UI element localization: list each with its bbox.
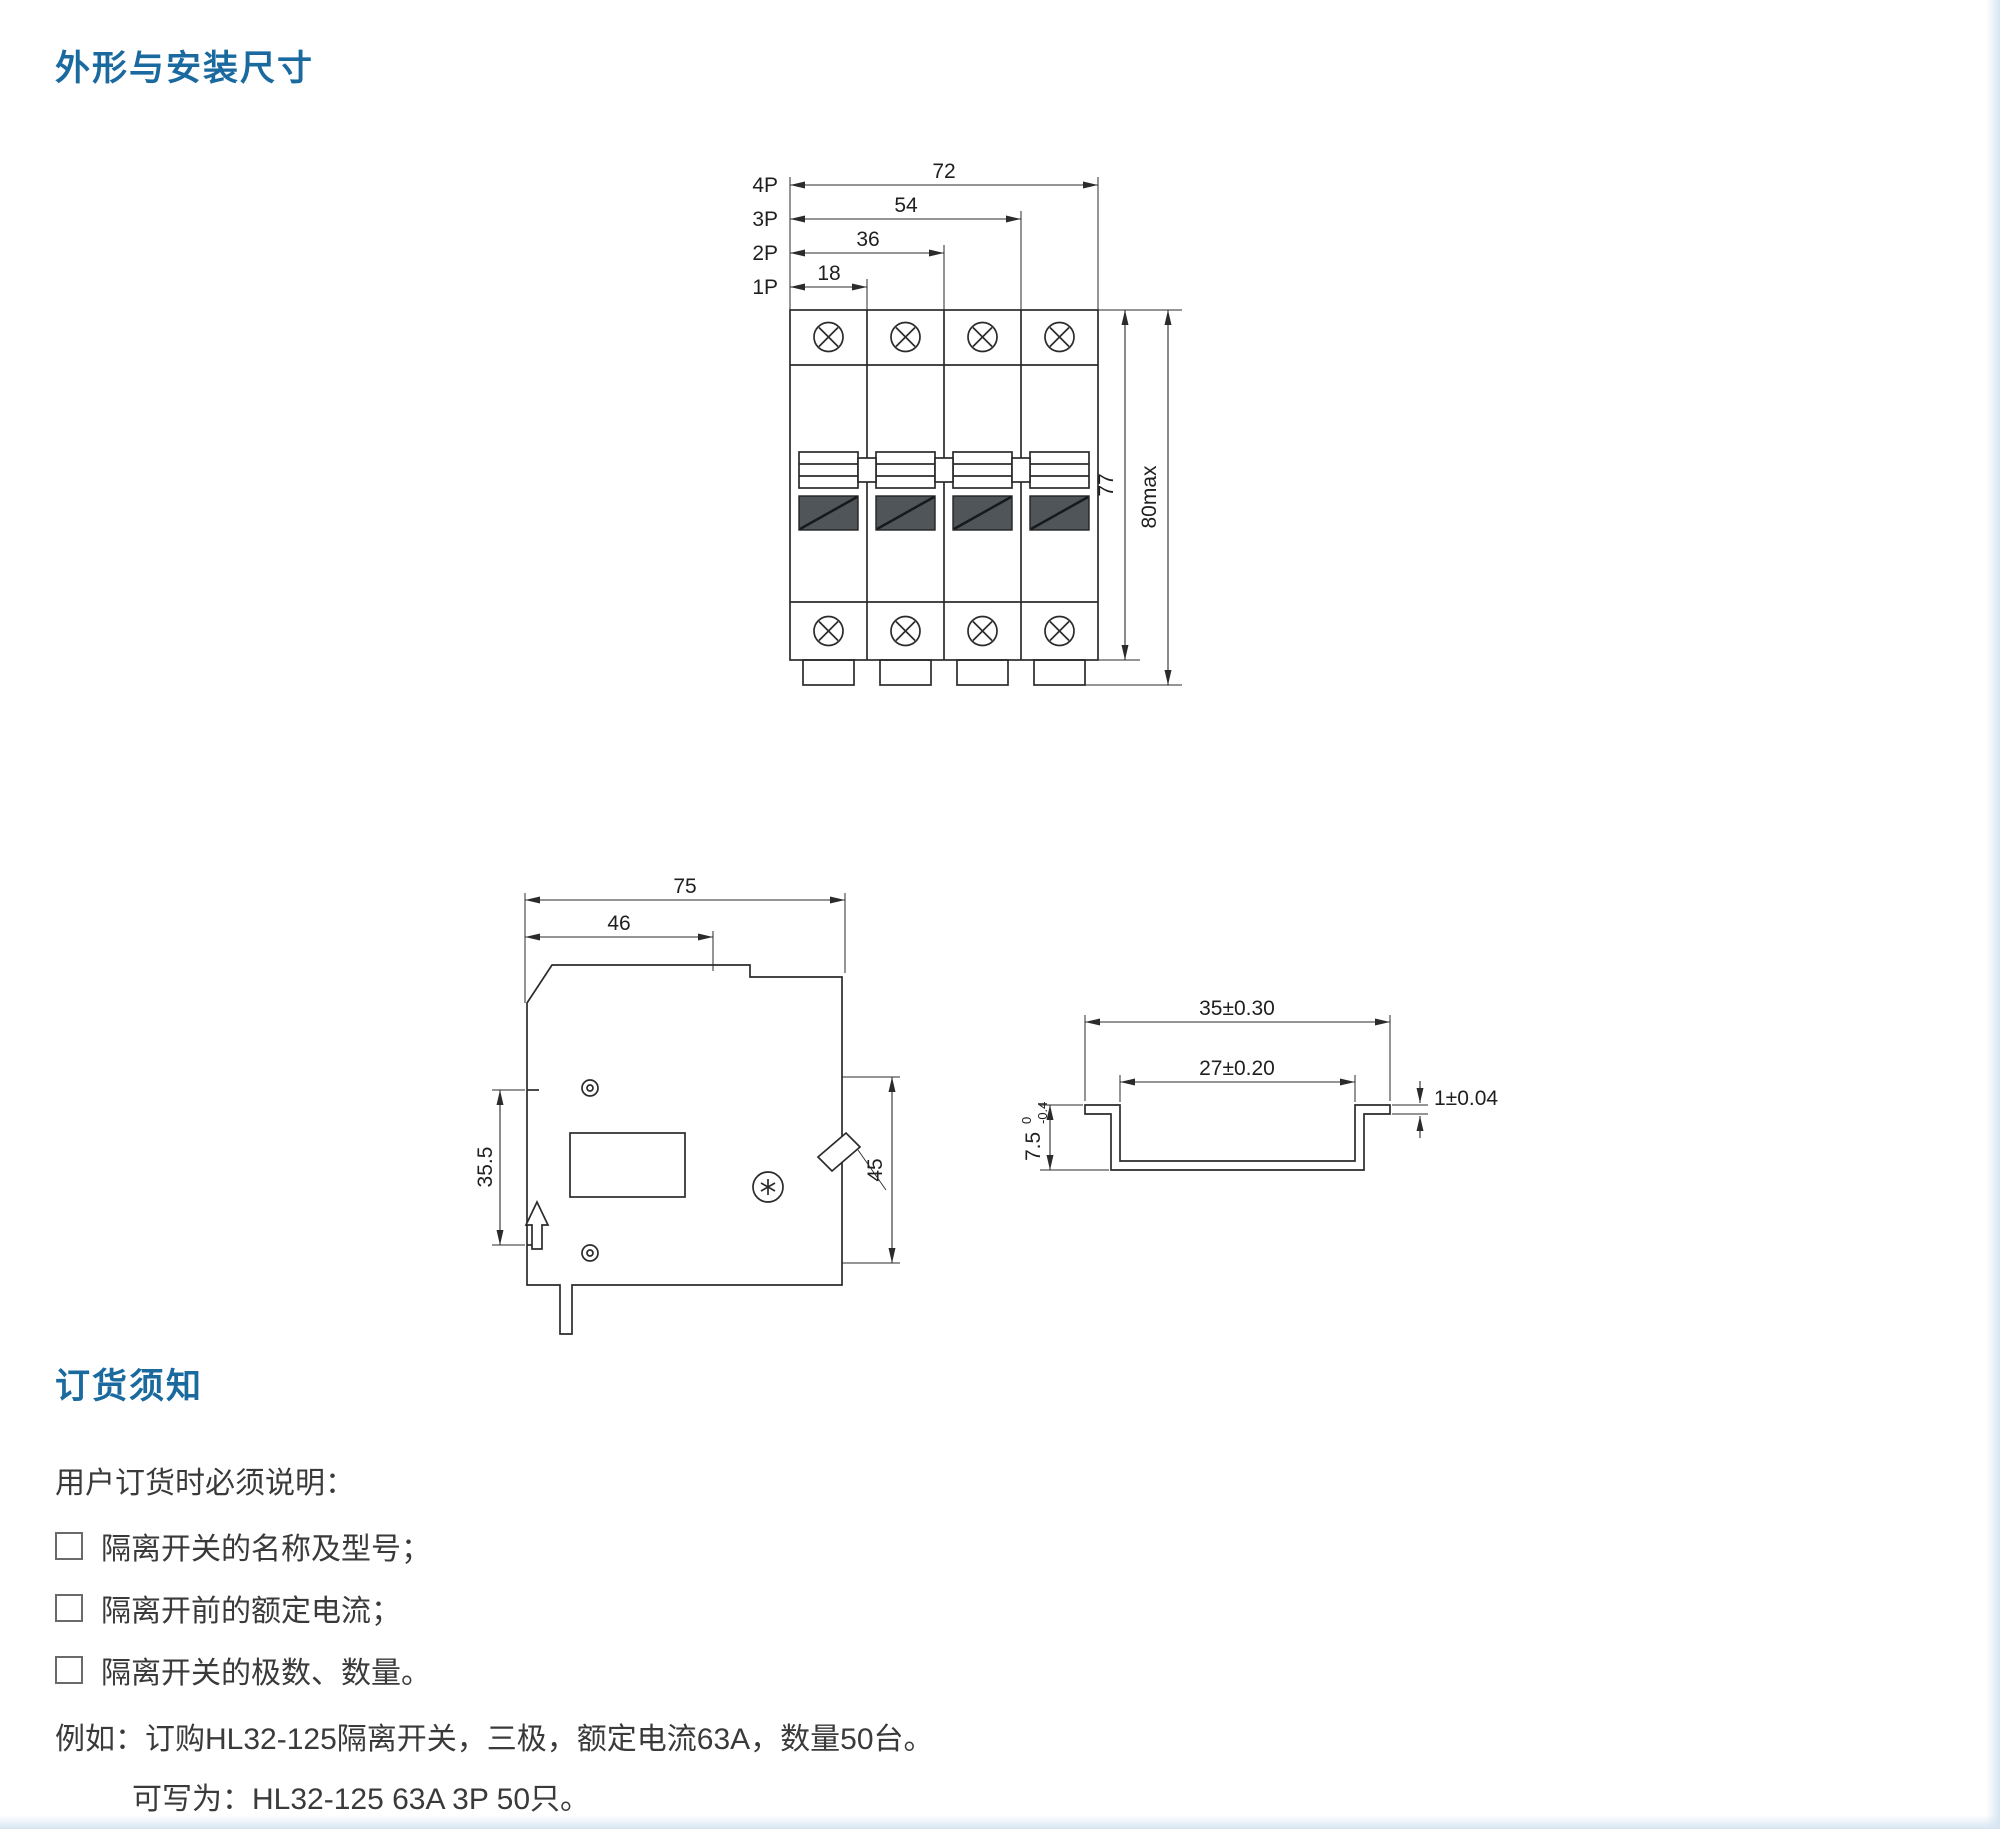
dim-label-7-5: 7.5 0 -0.4 [1019,1102,1050,1161]
ordering-item-text: 隔离开前的额定电流； [101,1595,401,1628]
clip-direction-arrow [524,1200,550,1250]
svg-text:7.5: 7.5 [1022,1132,1045,1161]
dim-label-18: 18 [817,262,840,285]
torx-screw [752,1171,784,1203]
dim-label-80max: 80max [1138,465,1161,529]
pole-label-2p: 2P [752,242,778,265]
checkbox-icon [55,1594,83,1622]
ordering-example-line1: 例如：订购HL32-125隔离开关，三极，额定电流63A，数量50台。 [55,1723,934,1756]
dim-label-77: 77 [1095,473,1118,496]
dim-label-36: 36 [856,228,879,251]
width-dimension-labels: 72 54 36 18 [817,160,955,285]
tolerance-lower: -0.4 [1035,1102,1050,1124]
ordering-example-line2: 可写为：HL32-125 63A 3P 50只。 [132,1783,591,1816]
ordering-item: 隔离开关的名称及型号； [55,1524,431,1568]
pole-labels: 4P 3P 2P 1P [752,174,778,299]
bottom-terminal-tabs [802,659,1086,686]
pole-label-4p: 4P [752,174,778,197]
dim-label-35-5: 35.5 [474,1147,497,1188]
section-title-dimensions: 外形与安装尺寸 [55,49,315,88]
terminal-screws-bottom [813,615,1075,647]
ordering-intro: 用户订货时必须说明： [55,1467,355,1500]
ordering-item-text: 隔离开关的名称及型号； [101,1533,431,1566]
dim-label-45: 45 [864,1158,887,1181]
ordering-item: 隔离开关的极数、数量。 [55,1648,431,1692]
tolerance-upper: 0 [1019,1117,1034,1124]
extension-lines-top [789,177,1099,310]
breaker-body-outline [789,309,1099,661]
rivet-bottom [581,1244,599,1262]
dim-label-35: 35±0.30 [1199,997,1275,1020]
front-view-drawing: 72 54 36 18 4P 3P 2P 1P [752,160,1182,686]
extension-lines [492,893,900,1264]
terminal-screws-top [813,321,1075,353]
din-rail-drawing: 35±0.30 27±0.20 1±0.04 7.5 0 -0.4 [1019,997,1498,1171]
height-dimensions: 77 80max [1074,309,1182,686]
rivet-top [581,1079,599,1097]
dim-label-46: 46 [607,912,630,935]
checkbox-icon [55,1532,83,1560]
side-view-drawing: 75 46 35.5 45 [474,875,900,1335]
width-dimension-lines [790,181,1098,291]
dim-label-54: 54 [894,194,918,217]
section-title-ordering: 订货须知 [55,1367,204,1406]
pole-label-1p: 1P [752,276,778,299]
dim-label-72: 72 [932,160,955,183]
dim-label-1: 1±0.04 [1434,1087,1498,1110]
rail-profile-outline [1084,1104,1391,1171]
label-window [569,1132,686,1198]
handle-lever [816,1131,887,1191]
ordering-item: 隔离开前的额定电流； [55,1586,401,1630]
rail-dimension-lines [1046,1018,1424,1170]
dimension-lines [496,896,896,1263]
handle-tie-bars [857,457,1031,483]
dim-label-27: 27±0.20 [1199,1057,1275,1080]
page-edge-tint-bottom [0,1815,2000,1829]
page-edge-tint-right [1986,0,2000,1829]
side-details [524,1079,887,1262]
dim-label-75: 75 [673,875,696,898]
ordering-item-text: 隔离开关的极数、数量。 [101,1657,431,1690]
rail-extension-lines [1040,1015,1428,1171]
checkbox-icon [55,1656,83,1684]
pole-label-3p: 3P [752,208,778,231]
module-faces [798,451,1090,531]
toggle-handles [798,495,1090,531]
